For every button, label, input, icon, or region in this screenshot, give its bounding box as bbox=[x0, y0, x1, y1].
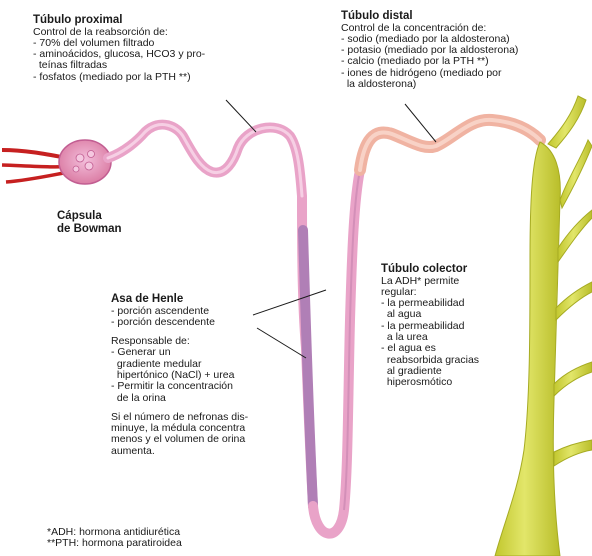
bowman-capsule-label: Cápsula de Bowman bbox=[57, 210, 122, 235]
collecting-duct-label: Túbulo colector La ADH* permite regular:… bbox=[381, 263, 479, 388]
bowman-line: de Bowman bbox=[57, 223, 122, 236]
henle-label: Asa de Henle - porción ascendente - porc… bbox=[111, 293, 248, 457]
distal-line: la aldosterona) bbox=[341, 79, 518, 90]
proximal-tubule-label: Túbulo proximal Control de la reabsorció… bbox=[33, 14, 205, 83]
distal-tubule bbox=[360, 120, 540, 170]
henle-nephron-line: aumenta. bbox=[111, 446, 248, 457]
henle-part: - porción descendente bbox=[111, 317, 248, 328]
distal-title: Túbulo distal bbox=[341, 10, 518, 23]
henle-responsable-line: de la orina bbox=[111, 393, 248, 404]
henle-title: Asa de Henle bbox=[111, 293, 248, 306]
proximal-line: teínas filtradas bbox=[33, 60, 205, 71]
collecting-duct bbox=[495, 96, 592, 556]
distal-line: - calcio (mediado por la PTH **) bbox=[341, 56, 518, 67]
proximal-title: Túbulo proximal bbox=[33, 14, 205, 27]
colector-title: Túbulo colector bbox=[381, 263, 479, 276]
henle-responsable-line: - Permitir la concentración bbox=[111, 381, 248, 392]
footnote-pth: **PTH: hormona paratiroidea bbox=[47, 538, 182, 549]
henle-descending-limb bbox=[303, 230, 313, 506]
footnotes: *ADH: hormona antidiurética **PTH: hormo… bbox=[47, 527, 182, 550]
proximal-line: - fosfatos (mediado por la PTH **) bbox=[33, 72, 205, 83]
bowman-line: Cápsula bbox=[57, 210, 122, 223]
bowman-capsule bbox=[59, 140, 111, 184]
colector-line: - el agua es bbox=[381, 343, 479, 354]
distal-tubule-label: Túbulo distal Control de la concentració… bbox=[341, 10, 518, 90]
henle-responsable-line: - Generar un bbox=[111, 347, 248, 358]
colector-line: hiperosmótico bbox=[381, 377, 479, 388]
colector-line: al agua bbox=[381, 309, 479, 320]
